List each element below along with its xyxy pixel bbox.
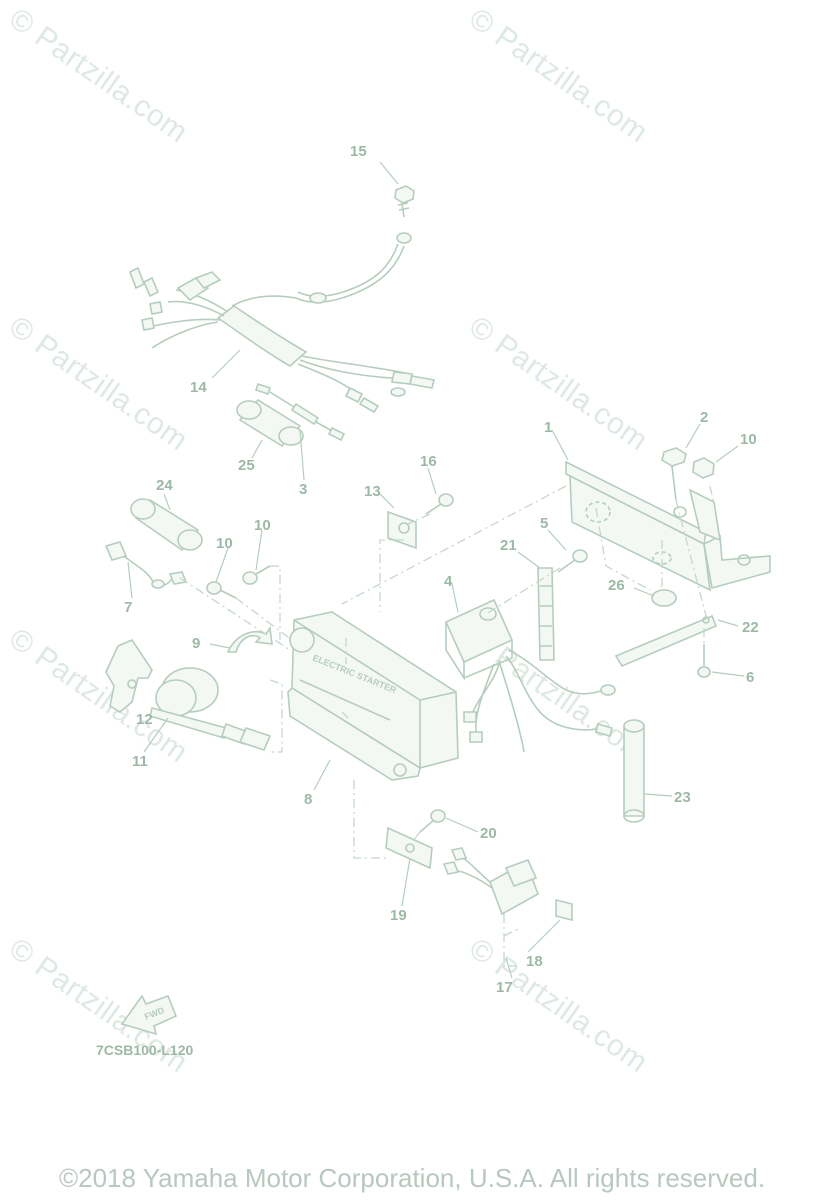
part-8-starter-box: ELECTRIC STARTER <box>287 611 459 781</box>
callout-3: 3 <box>299 481 308 498</box>
part-23-strap <box>614 614 718 668</box>
diagram-code: 7CSB100-L120 <box>96 1042 194 1058</box>
part-17-screw <box>425 493 454 515</box>
part-13-bracket <box>105 639 153 713</box>
callout-10a: 10 <box>216 535 233 552</box>
part-1-bracket <box>565 460 771 592</box>
part-5-screw <box>557 549 588 573</box>
callout-20: 19 <box>390 907 407 924</box>
part-20-bracket <box>385 826 433 870</box>
callout-18: 17 <box>496 979 513 996</box>
fwd-arrow-icon: FWD <box>120 994 178 1036</box>
callout-15: 14 <box>190 379 207 396</box>
part-14-bracket <box>387 510 417 550</box>
callout-22: 21 <box>500 537 517 554</box>
part-6-screw <box>697 644 711 678</box>
part-19-cap <box>555 898 573 922</box>
part-26-sleeve <box>236 398 304 448</box>
callout-19: 18 <box>526 953 543 970</box>
part-3-lead-wire <box>254 382 346 442</box>
part-18-relay <box>442 847 539 916</box>
part-10-screws <box>206 565 271 599</box>
callout-1: 1 <box>544 419 553 436</box>
assembly-lines <box>179 485 715 967</box>
part-16-bolt <box>394 185 415 244</box>
copyright-footer: ©2018 Yamaha Motor Corporation, U.S.A. A… <box>58 1163 766 1193</box>
callout-5: 5 <box>540 515 549 532</box>
callout-14: 13 <box>364 483 381 500</box>
part-21-screw <box>419 809 446 833</box>
callout-17: 16 <box>420 453 437 470</box>
part-25-sleeve <box>130 498 203 552</box>
callout-23: 22 <box>742 619 759 636</box>
callout-27: 26 <box>608 577 625 594</box>
part-11-nut <box>692 457 715 479</box>
callout-4: 4 <box>444 573 453 590</box>
callout-2: 2 <box>700 409 709 426</box>
callout-10b: 10 <box>254 517 271 534</box>
part-9-arrow <box>226 625 273 653</box>
part-4-relay <box>444 598 616 753</box>
part-24-cylinder <box>623 719 645 823</box>
callout-24: 23 <box>674 789 691 806</box>
part-2-bolt <box>661 447 687 501</box>
callout-26: 25 <box>238 457 255 474</box>
callout-12: 11 <box>132 753 148 770</box>
callout-8: 8 <box>304 791 313 808</box>
callout-6: 6 <box>746 669 755 686</box>
callout-13: 12 <box>136 711 153 728</box>
callout-16: 15 <box>350 143 367 160</box>
part-27-grommet <box>651 551 677 607</box>
callout-25: 24 <box>156 477 173 494</box>
callout-7: 7 <box>124 599 133 616</box>
callout-9: 9 <box>192 635 201 652</box>
part-12-switch <box>149 667 272 751</box>
callout-21: 20 <box>480 825 497 842</box>
part-15-wire-harness <box>128 243 435 414</box>
part-7-lead-wire <box>104 541 188 589</box>
callout-11: 10 <box>740 431 757 448</box>
leader-lines <box>127 161 745 979</box>
part-22-strap <box>537 567 555 661</box>
